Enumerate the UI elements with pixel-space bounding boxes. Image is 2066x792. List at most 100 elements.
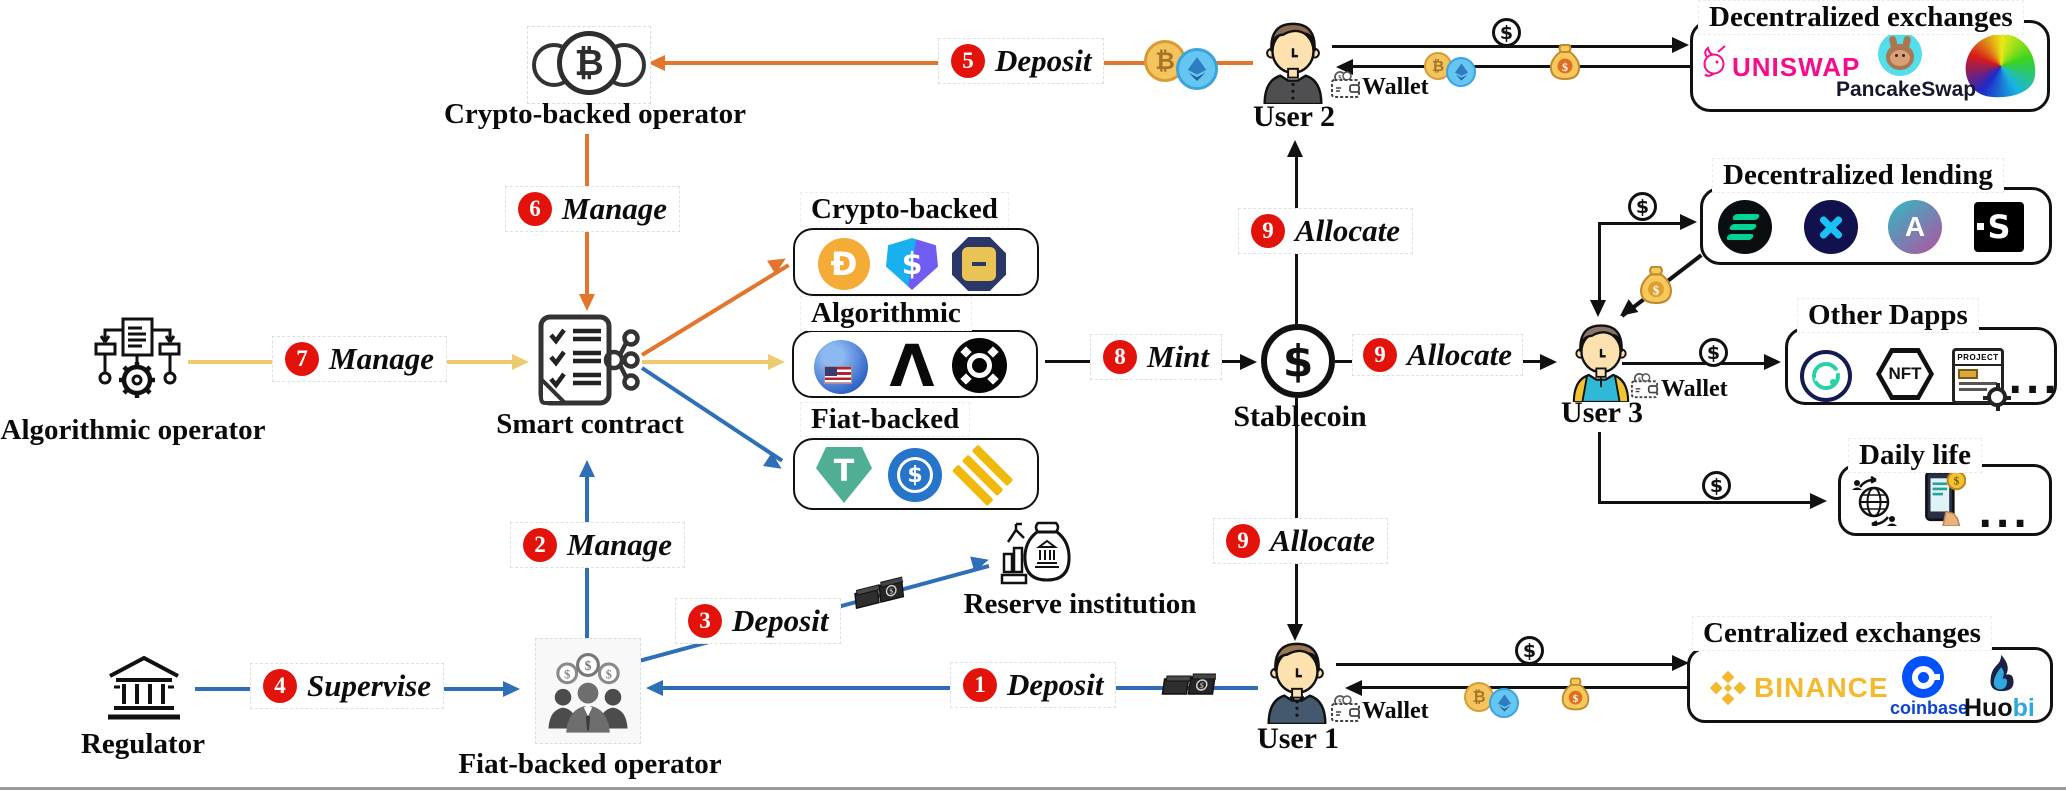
huobi-text-dark: Huo	[1964, 694, 2013, 722]
step-badge-4: 4	[263, 669, 297, 703]
fiat-backed-title: Fiat-backed	[800, 402, 971, 437]
step-text-manage2: Manage	[567, 527, 673, 562]
dollar-sign: $	[1562, 60, 1568, 74]
huobi-text-blue: bi	[2012, 694, 2035, 722]
user1-wallet-icon: $	[1330, 694, 1362, 729]
label-allocate9-mid: 9 Allocate	[1352, 334, 1524, 376]
step-text-manage6: Manage	[562, 191, 668, 226]
step-text-allocate9-bottom: Allocate	[1270, 523, 1376, 558]
arrow-user3-daily-v	[1598, 432, 1601, 504]
us-flag-icon	[824, 366, 852, 384]
regulator-icon	[100, 650, 188, 729]
user3-wallet-icon: $	[1630, 372, 1660, 405]
arrowhead-sc-algorithmic	[768, 354, 785, 370]
aave-logo-icon: A	[1888, 200, 1942, 254]
usdt-coin-icon: T	[816, 447, 872, 503]
user3-label: User 3	[1561, 396, 1643, 429]
compound-bar	[1731, 214, 1761, 220]
dollar-sign: $	[1199, 681, 1204, 690]
coinbase-wordmark: coinbase	[1890, 698, 1969, 718]
arrowhead-allocate-down	[1287, 624, 1303, 641]
frax-notch	[960, 373, 972, 385]
step-badge-7: 7	[285, 342, 319, 376]
smart-contract-label: Smart contract	[496, 408, 684, 440]
label-mint8: 8 Mint	[1090, 334, 1223, 380]
btc-symbol: ₿	[1472, 687, 1486, 706]
lending-title: Decentralized lending	[1712, 158, 2004, 193]
compound-bar	[1725, 234, 1755, 240]
pancake-eye	[1895, 54, 1898, 57]
arrow-user3-daily-h	[1598, 501, 1814, 504]
dollar-sign: $	[901, 246, 923, 282]
project-line	[1959, 382, 1997, 385]
arrowhead-user3-lending	[1680, 214, 1697, 230]
label-allocate9-top: 9 Allocate	[1238, 208, 1414, 254]
gear-icon	[1983, 383, 2011, 411]
mim-coin-face	[972, 262, 986, 266]
btc-coin-icon: ₿	[1464, 682, 1494, 712]
dapp-logo-icon	[1800, 350, 1852, 402]
arrow-user3-lending-v	[1598, 222, 1601, 304]
arrow-user3-lending-h	[1598, 222, 1684, 225]
dai-symbol: Đ	[830, 245, 858, 283]
frax-ring	[967, 353, 992, 378]
bitcoin-coin-icon: ₿	[557, 31, 621, 95]
user2-wallet-label: Wallet	[1362, 74, 1429, 100]
mim-coin-inner	[962, 247, 996, 281]
dollar-sign: $	[1653, 284, 1659, 298]
label-deposit1: 1 Deposit	[950, 662, 1117, 708]
dollar-sign: $	[1706, 341, 1721, 364]
step-text-deposit1: Deposit	[1007, 667, 1104, 702]
synthetix-logo-icon	[1804, 200, 1858, 254]
step-badge-5: 5	[951, 44, 985, 78]
dollar-icon: $	[1628, 192, 1657, 221]
dollar-icon: $	[1515, 636, 1544, 665]
arrowhead-lending-user3	[1590, 300, 1606, 317]
dollar-sign: $	[1635, 195, 1650, 218]
algorithmic-operator-icon	[90, 316, 185, 413]
binance-wordmark: BINANCE	[1754, 672, 1889, 703]
arrowhead-cex-user1	[1345, 680, 1362, 696]
frax-coin-icon	[952, 338, 1007, 393]
lending4-symbol: S	[1987, 208, 2011, 246]
dapp-dot	[1830, 379, 1836, 385]
arrow-dex-user2	[1352, 65, 1700, 68]
money-bag-icon: $	[1638, 264, 1674, 311]
compound-logo-icon	[1718, 200, 1772, 254]
reserve-institution-icon	[1000, 520, 1074, 591]
dollar-icon: $	[1702, 471, 1731, 500]
step-text-supervise4: Supervise	[307, 668, 431, 703]
step-text-deposit3: Deposit	[732, 603, 829, 638]
daily-life-title: Daily life	[1848, 438, 1982, 473]
eth-coin-icon	[1176, 48, 1218, 90]
label-supervise4: 4 Supervise	[250, 663, 444, 709]
pancakeswap-wordmark: PancakeSwap	[1836, 78, 1977, 101]
step-badge-2: 2	[523, 528, 557, 562]
label-manage2: 2 Manage	[510, 522, 686, 568]
step-badge-9: 9	[1251, 214, 1285, 248]
globe-flag-coin-icon	[814, 340, 868, 394]
arrowhead-user1-cex	[1672, 655, 1689, 671]
dollar-sign: $	[1282, 335, 1314, 387]
dollar-sign: $	[889, 586, 894, 596]
label-deposit3: 3 Deposit	[675, 598, 842, 644]
usdt-symbol: T	[833, 453, 855, 489]
gear-tooth	[1996, 383, 2000, 388]
gear-tooth	[1983, 396, 1988, 400]
user2-avatar	[1258, 18, 1328, 109]
user1-wallet-label: Wallet	[1362, 698, 1429, 724]
huobi-wordmark: Huobi	[1964, 694, 2035, 723]
cash-stack-icon: $	[1158, 668, 1218, 707]
frax-notch	[987, 346, 999, 358]
nft-text: NFT	[1888, 364, 1922, 383]
dollar-sign: $	[907, 462, 923, 488]
step-badge-1: 1	[963, 668, 997, 702]
crypto-backed-title: Crypto-backed	[800, 192, 1009, 227]
dollar-sign: $	[564, 668, 570, 682]
step-text-manage7: Manage	[329, 341, 435, 376]
lambda-coin-icon: Λ	[884, 332, 940, 400]
dai-coin-icon: Đ	[818, 238, 870, 290]
dollar-sign: $	[1573, 693, 1579, 705]
dollar-sign: $	[1709, 474, 1724, 497]
reserve-institution-label: Reserve institution	[963, 588, 1197, 620]
